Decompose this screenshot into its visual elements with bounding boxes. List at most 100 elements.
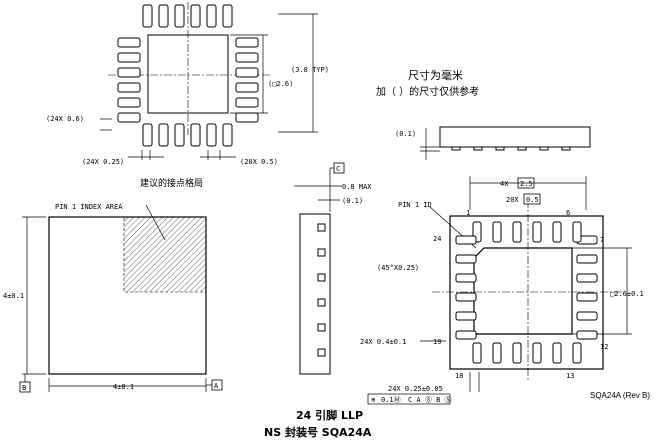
side-view-top-dim: (0.1) [395,130,416,138]
bottom-lead [576,273,598,283]
bottom-dim-20x: 20X [506,196,519,204]
pin-label-18: 18 [455,372,463,380]
bottom-lead [492,221,502,243]
land-pad [117,37,141,48]
bottom-lead [576,254,598,264]
land-pad [206,123,217,147]
land-pad [222,4,233,28]
side-view-body [299,213,331,375]
land-pad [235,52,259,63]
pin1-id-label: PIN 1 ID [398,201,432,209]
gdt-frame [367,393,451,405]
land-pad [142,4,153,28]
land-pad [142,123,153,147]
land-pad [117,52,141,63]
pin1-index-area [123,216,207,293]
pin1-index-label: PIN 1 INDEX AREA [55,203,123,211]
bottom-lead [532,342,542,364]
bottom-lead [512,342,522,364]
bottom-lead [455,292,477,302]
footer-line1: 24 引脚 LLP [296,408,363,422]
bottom-lead [576,311,598,321]
units-note-line1: 尺寸为毫米 [408,68,463,82]
land-pad [235,82,259,93]
top-view-height-dim: 4±0.1 [3,292,24,300]
side-view-lead [317,323,326,332]
side-lead [495,146,505,151]
bottom-lead [572,221,582,243]
pin-label-6: 6 [566,209,570,217]
land-pad [158,123,169,147]
bottom-dim-4x: 4X [500,180,509,188]
bottom-lead [572,342,582,364]
top-view-width-dim: 4±0.1 [113,383,134,391]
pin-label-12: 12 [600,343,608,351]
footer-line2: NS 封装号 SQA24A [264,425,372,439]
pin-label-7: 7 [600,236,604,244]
svg-text:⊕: ⊕ [371,396,376,404]
side-view-lead [317,298,326,307]
side-lead [451,146,461,151]
datum-b-label: B [22,384,26,392]
land-pad [235,112,259,123]
bottom-lead [455,273,477,283]
bottom-lead [552,342,562,364]
land-pad [235,37,259,48]
bottom-dim-4x-box: 2.5 [520,180,533,188]
land-pad [117,112,141,123]
bottom-lead [552,221,562,243]
bottom-lead [455,330,477,340]
side-lead [561,146,571,151]
bottom-lead-len-dim: 24X 0.25±0.05 [388,385,443,393]
bottom-lead [532,221,542,243]
datum-a-label: A [214,382,219,390]
bottom-lead [455,254,477,264]
land-pad [174,4,185,28]
bottom-lead-width-dim: 24X 0.4±0.1 [360,338,406,346]
land-pad [235,97,259,108]
pin-label-1: 1 [466,209,470,217]
bottom-lead [576,292,598,302]
side-lead [539,146,549,151]
recommended-dim-pad-width: (24X 0.6) [46,115,84,123]
bottom-lead [492,342,502,364]
recommended-dim-pitch: (20X 0.5) [240,158,278,166]
land-pad [222,123,233,147]
side-view-lead [317,223,326,232]
side-lead [473,146,483,151]
land-pad [235,67,259,78]
bottom-lead [455,235,477,245]
side-view-lead [317,273,326,282]
recommended-dim-pad-span: (□2.6) [268,80,293,88]
land-pad [206,4,217,28]
side-view-lead [317,248,326,257]
recommended-dim-pad-len: (24X 0.25) [82,158,124,166]
bottom-lead [576,330,598,340]
gdt-tolerance: 0.1Ⓜ [381,396,401,404]
side-view-max-dim: 0.8 MAX [342,183,372,191]
land-pad [190,4,201,28]
drawing-id: SQA24A (Rev B) [590,391,650,400]
bottom-lead [455,311,477,321]
units-note-line2: 加（ ）的尺寸仅供参考 [376,85,479,98]
pin-label-19: 19 [433,338,441,346]
bottom-dim-20x-box: 0.5 [526,196,539,204]
land-pad [158,4,169,28]
side-view-standoff-dim: (0.1) [342,197,363,205]
land-pad [117,67,141,78]
bottom-chamfer-dim: (45°X0.25) [377,264,419,272]
side-lead [517,146,527,151]
land-pad [174,123,185,147]
pin-label-13: 13 [566,372,574,380]
side-view-body-top [439,126,591,148]
recommended-caption: 建议的接点格局 [140,177,203,189]
bottom-view-exposed-pad [473,247,573,335]
recommended-dim-typ-label: (3.8 TYP) [291,66,329,74]
pin-label-24: 24 [433,235,441,243]
side-view-lead [317,348,326,357]
bottom-lead [512,221,522,243]
bottom-lead [472,342,482,364]
land-pad [190,123,201,147]
datum-c-label: C [336,165,340,173]
